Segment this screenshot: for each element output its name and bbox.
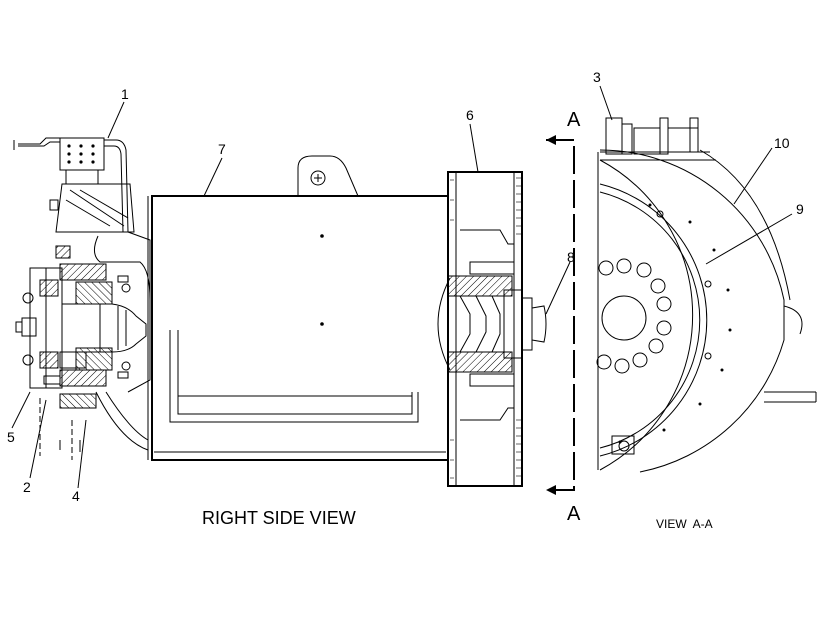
section-letters: A A	[567, 109, 581, 525]
section-view-a-a	[596, 85, 817, 473]
section-letter-top: A	[567, 109, 581, 131]
generator-housing	[147, 155, 449, 461]
callout-6: 6	[466, 107, 474, 123]
leader-lines-a-a	[599, 85, 793, 265]
top-bracket	[597, 117, 716, 470]
callout-10: 10	[774, 135, 790, 151]
callout-9: 9	[796, 201, 804, 217]
callout-2: 2	[23, 479, 31, 495]
section-cut-line	[546, 135, 575, 495]
fan-ticks	[450, 177, 522, 479]
cooling-fan	[437, 171, 547, 487]
callout-3: 3	[593, 69, 601, 85]
terminal-box	[13, 137, 135, 233]
right-side-view-title: RIGHT SIDE VIEW	[202, 508, 356, 528]
callout-5: 5	[7, 429, 15, 445]
flywheel-plate	[596, 183, 732, 457]
callout-4: 4	[72, 488, 80, 504]
view-titles: RIGHT SIDE VIEW VIEW A-A	[202, 508, 713, 531]
right-side-view	[11, 101, 575, 495]
flywheel-housing	[599, 149, 817, 473]
section-letter-bottom: A	[567, 503, 581, 525]
callout-1: 1	[121, 86, 129, 102]
coupling-section	[15, 231, 151, 460]
section-view-title: VIEW A-A	[656, 517, 713, 531]
callout-7: 7	[218, 141, 226, 157]
leader-lines	[11, 101, 571, 489]
callout-labels: 1 7 6 8 5 2 4 3 10 9	[7, 69, 804, 504]
callout-8: 8	[567, 249, 575, 265]
